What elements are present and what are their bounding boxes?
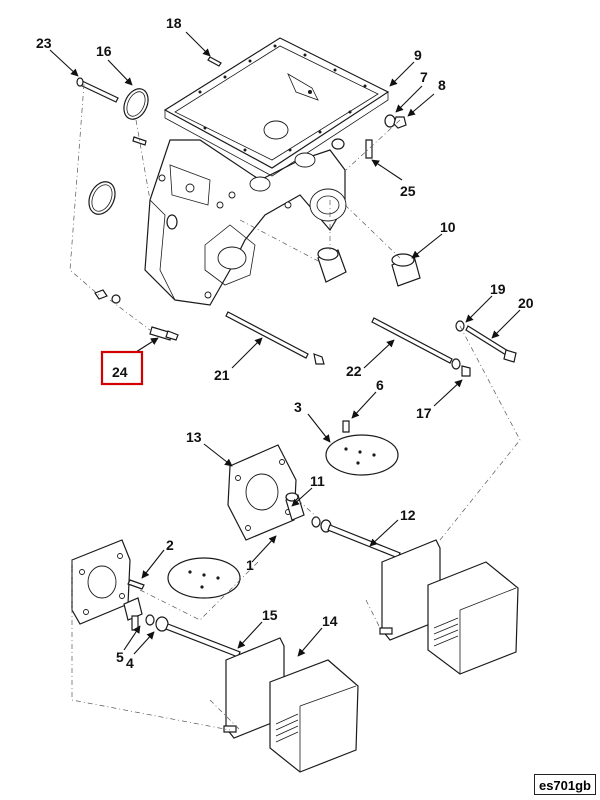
callout-labels: 23 16 18 9 7 8 25 10 19 20 21 22 17 24 6…: [36, 15, 534, 671]
right-motor-assembly: [227, 420, 519, 675]
callout-23: 23: [36, 35, 52, 51]
highlight-box-24: [100, 350, 144, 386]
callout-13: 13: [186, 429, 202, 445]
callout-24: 24: [112, 364, 128, 380]
callout-14: 14: [322, 613, 338, 629]
callout-15: 15: [262, 607, 278, 623]
leader-lines: [49, 31, 521, 657]
assembly-centerlines: [69, 83, 521, 731]
callout-3: 3: [294, 399, 302, 415]
callout-2: 2: [166, 537, 174, 553]
callout-7: 7: [420, 69, 428, 85]
callout-18: 18: [166, 15, 182, 31]
upper-hardware: [76, 56, 517, 377]
callout-21: 21: [214, 367, 230, 383]
callout-5: 5: [116, 649, 124, 665]
callout-12: 12: [400, 507, 416, 523]
gearbox-housing: [144, 37, 390, 306]
callout-22: 22: [346, 363, 362, 379]
callout-9: 9: [414, 47, 422, 63]
callout-4: 4: [126, 655, 134, 671]
callout-10: 10: [440, 219, 456, 235]
callout-17: 17: [416, 405, 432, 421]
figure-code-label: es701gb: [534, 774, 596, 795]
callout-19: 19: [490, 281, 506, 297]
callout-1: 1: [246, 557, 254, 573]
left-motor-assembly: [71, 539, 359, 773]
callout-8: 8: [438, 77, 446, 93]
callout-25: 25: [400, 183, 416, 199]
callout-6: 6: [376, 377, 384, 393]
callout-16: 16: [96, 43, 112, 59]
callout-20: 20: [518, 295, 534, 311]
callout-11: 11: [310, 473, 325, 489]
